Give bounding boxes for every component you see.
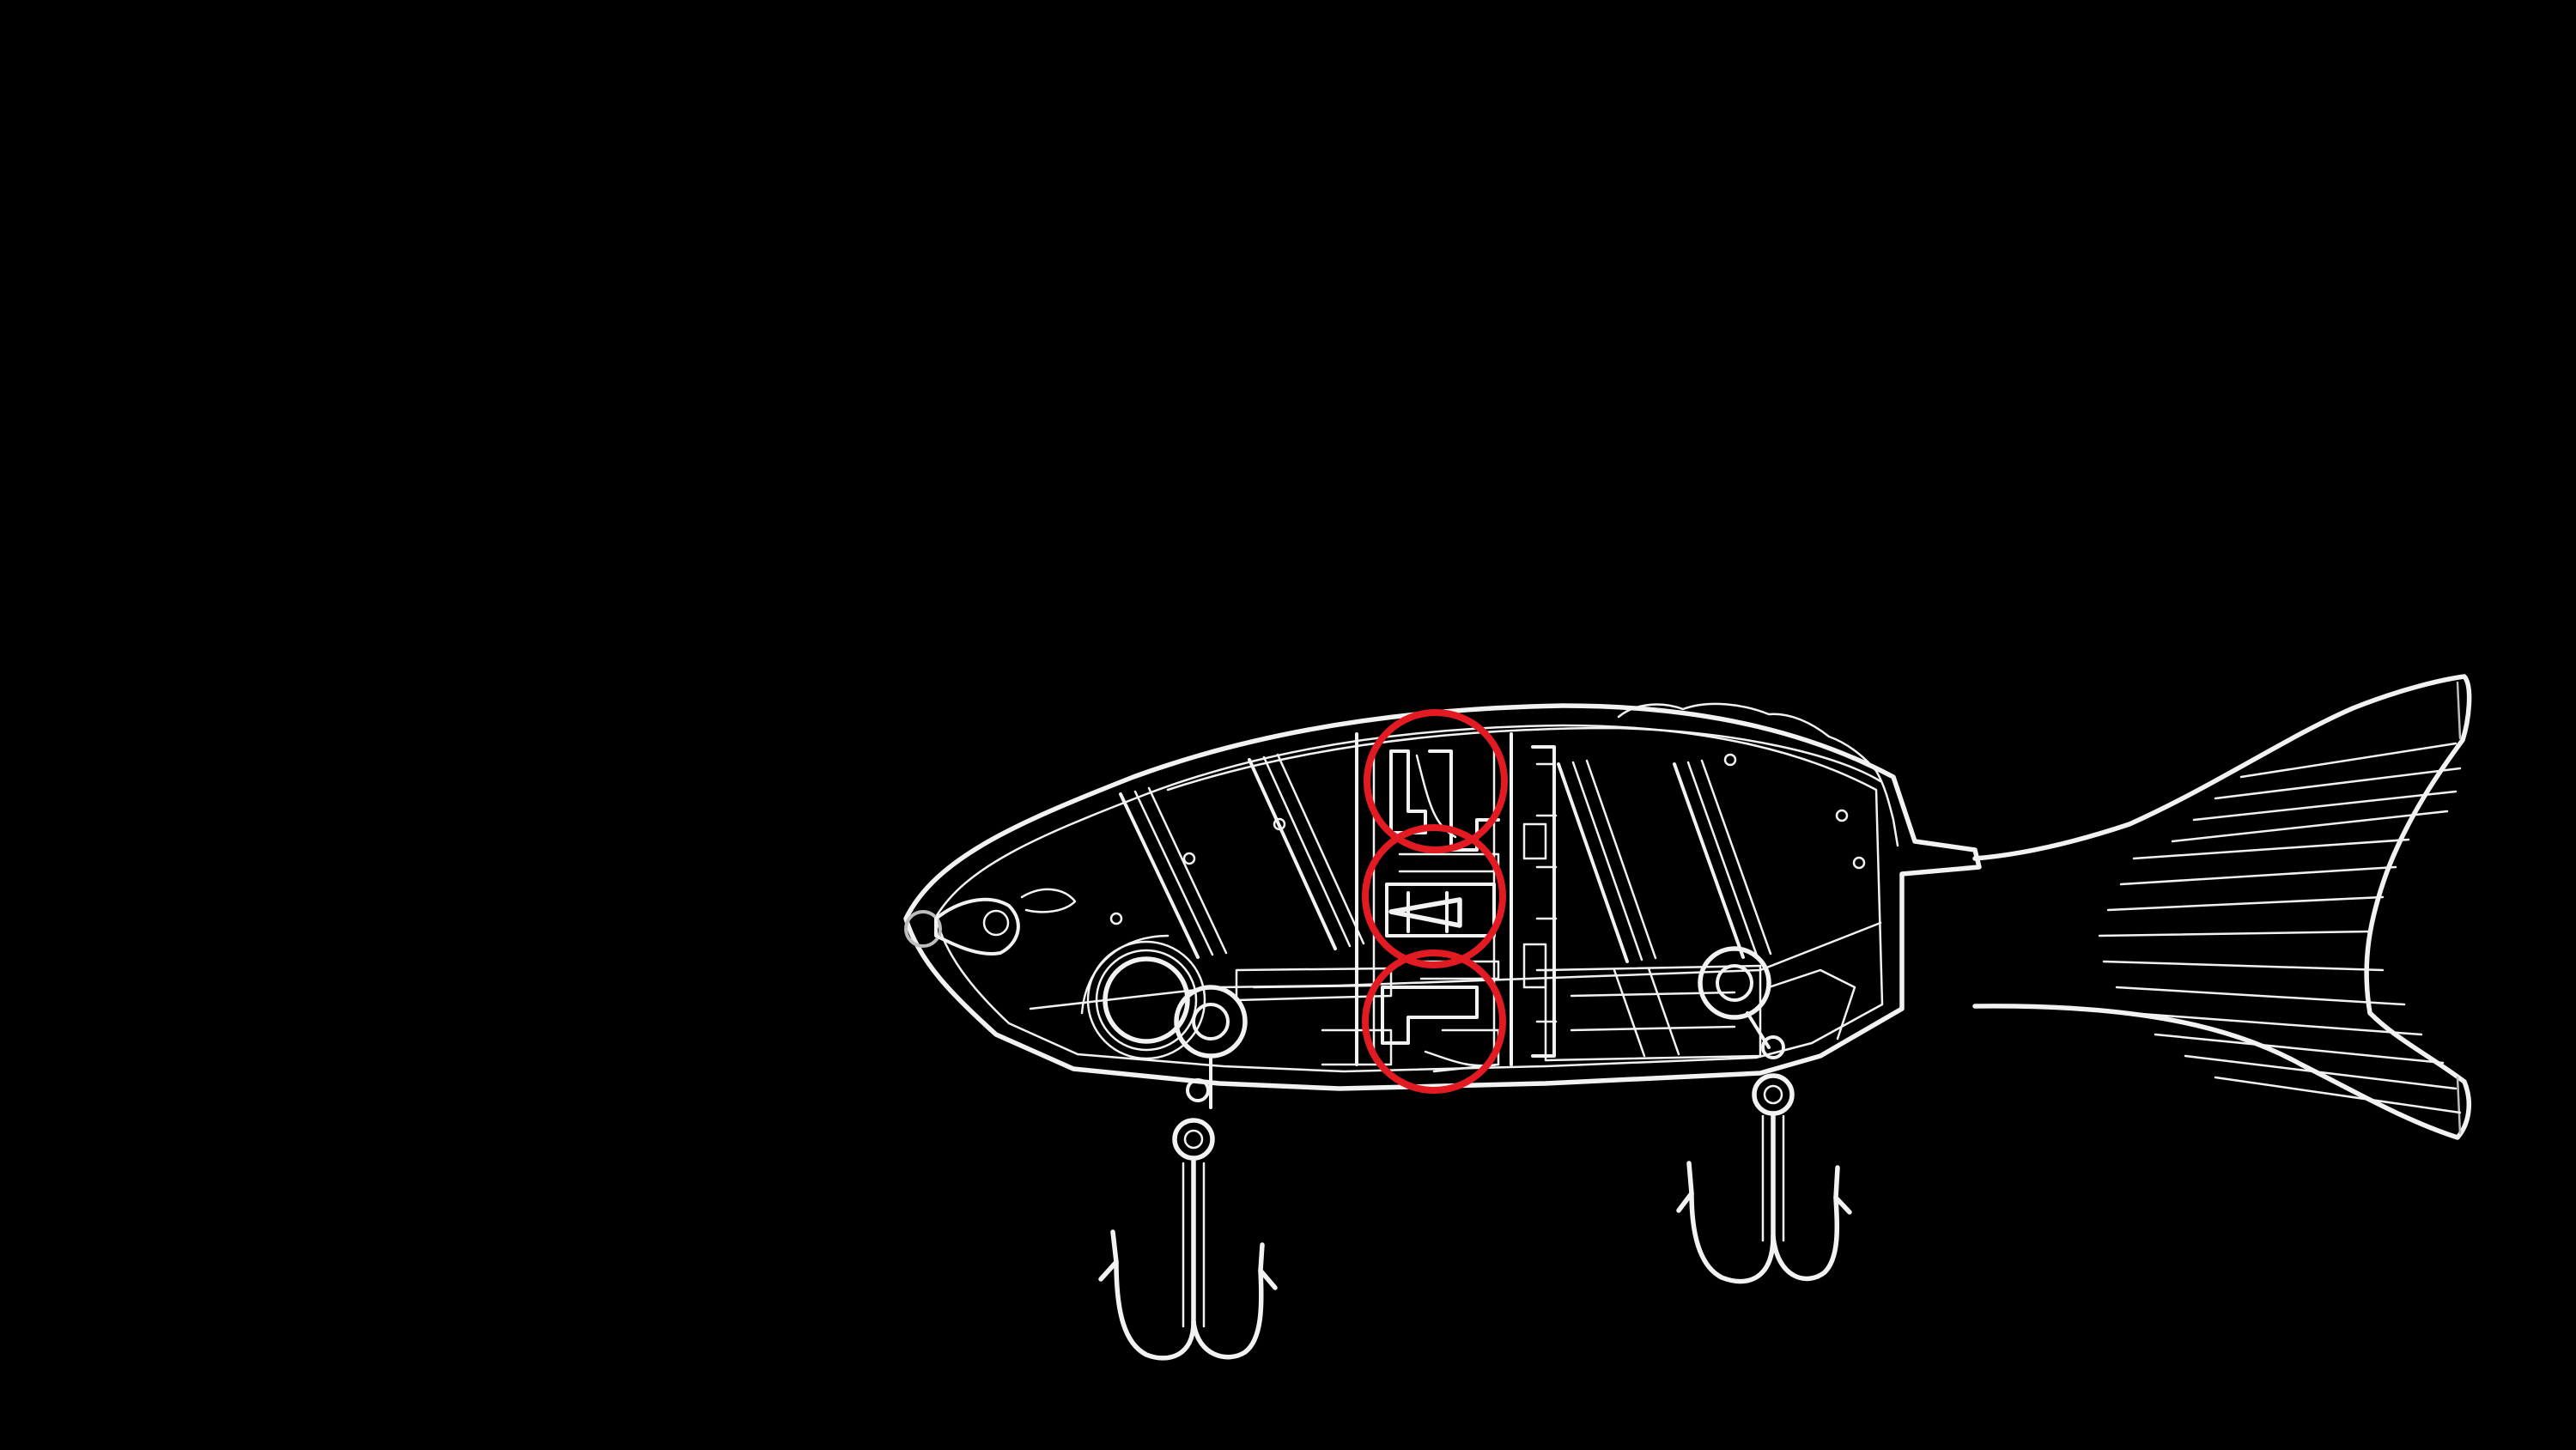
lure-tail bbox=[1972, 674, 2472, 1140]
highlight-circle-bottom bbox=[1362, 949, 1506, 1094]
rear-hook-assembly bbox=[1676, 946, 1852, 1284]
highlight-circle-top bbox=[1364, 709, 1508, 853]
joint-mechanism bbox=[1355, 732, 1513, 1073]
front-treble-hook bbox=[1098, 1118, 1278, 1361]
front-section bbox=[1080, 753, 1393, 1066]
rear-treble-hook bbox=[1676, 1073, 1852, 1284]
joint-highlights bbox=[1362, 709, 1508, 1094]
highlight-circle-middle bbox=[1362, 824, 1506, 968]
front-hook-assembly bbox=[1098, 985, 1278, 1361]
back-texture bbox=[1617, 702, 1899, 847]
rear-section bbox=[1522, 745, 1866, 1062]
